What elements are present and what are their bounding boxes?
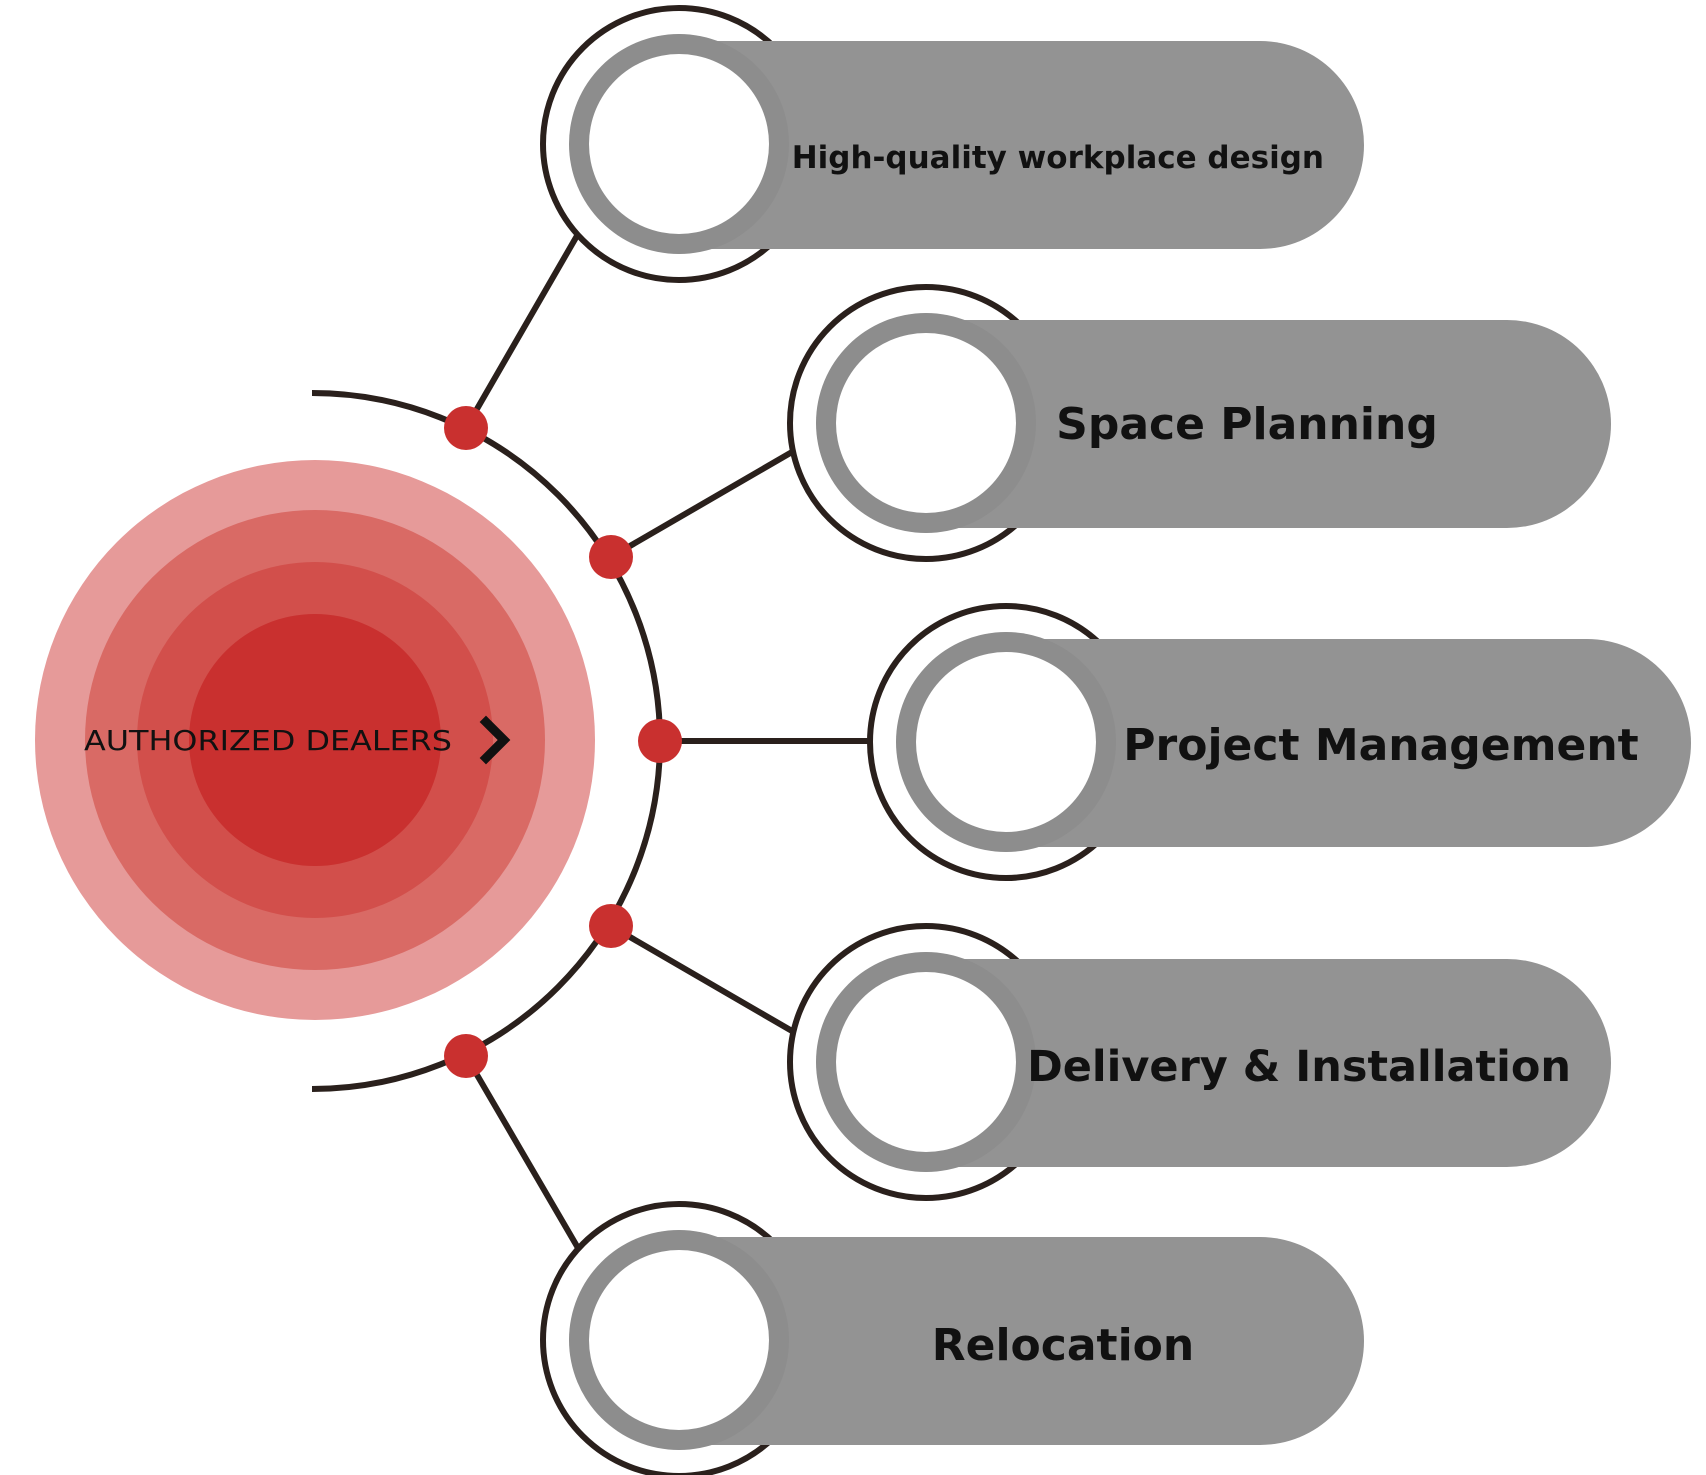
center-core — [189, 614, 441, 866]
arc-node-2 — [589, 535, 633, 579]
item-white-disc — [836, 972, 1016, 1152]
connector-line-4 — [609, 923, 794, 1034]
service-item-1: High-quality workplace design — [540, 5, 1364, 283]
connector-lines — [463, 232, 870, 1250]
connector-line-2 — [609, 449, 794, 560]
connector-line-5 — [463, 1054, 581, 1250]
item-label: Project Management — [1123, 720, 1638, 771]
item-label: High-quality workplace design — [792, 140, 1324, 176]
center-label: AUTHORIZED DEALERS — [84, 724, 452, 757]
connector-line-1 — [463, 232, 581, 430]
arc-node-4 — [589, 904, 633, 948]
arc-node-5 — [444, 1034, 488, 1078]
arc-node-3 — [638, 719, 682, 763]
arc-node-1 — [444, 406, 488, 450]
center-target — [35, 460, 595, 1020]
service-item-2: Space Planning — [787, 284, 1611, 562]
item-white-disc — [916, 652, 1096, 832]
item-label: Relocation — [932, 1320, 1194, 1371]
item-white-disc — [836, 333, 1016, 513]
chevron-right-icon — [479, 715, 511, 765]
service-item-3: Project Management — [867, 603, 1691, 881]
item-white-disc — [589, 54, 769, 234]
service-item-5: Relocation — [540, 1201, 1364, 1475]
service-item-4: Delivery & Installation — [787, 923, 1611, 1201]
item-label: Space Planning — [1056, 399, 1438, 450]
item-label: Delivery & Installation — [1027, 1042, 1571, 1092]
arc-nodes — [444, 406, 682, 1078]
item-white-disc — [589, 1250, 769, 1430]
